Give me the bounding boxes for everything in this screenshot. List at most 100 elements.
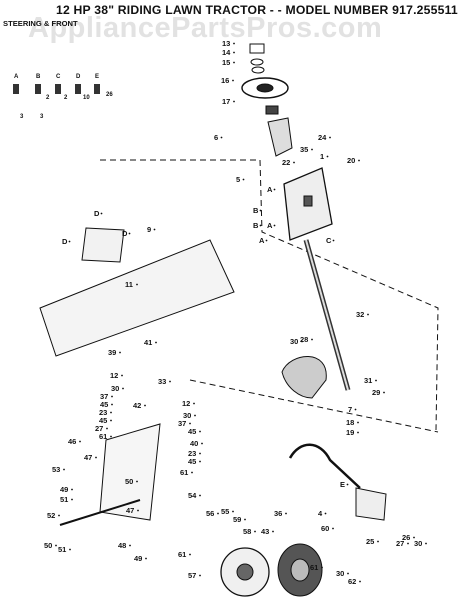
diagram-artwork	[39, 43, 439, 597]
part-callout-label: 17	[222, 97, 230, 106]
part-callout-label: 56	[206, 509, 214, 518]
part-callout-label: 20	[347, 156, 355, 165]
callout-leader-dot	[95, 456, 97, 459]
steering-hub-shape	[256, 83, 274, 93]
hardware-key-letter: D	[76, 74, 81, 80]
callout-leader-dot	[377, 540, 379, 543]
callout-leader-dot	[324, 512, 327, 515]
part-callout-label: 58	[243, 527, 251, 536]
hardware-count-label: 2	[64, 95, 68, 101]
part-callout-label: 62	[348, 577, 356, 586]
callout-leader-dot	[367, 313, 369, 316]
hardware-count-label: 26	[106, 92, 113, 98]
callout-leader-dot	[199, 430, 201, 433]
part-callout-label: B	[253, 206, 259, 215]
part-callout-label: 55	[221, 507, 229, 516]
part-callout-label: 47	[84, 453, 92, 462]
bolt-icon	[13, 84, 19, 94]
callout-leader-dot	[199, 574, 201, 577]
part-callout-label: 43	[261, 527, 269, 536]
callout-leader-dot	[357, 431, 359, 434]
part-callout-label: 37	[100, 392, 108, 401]
callout-leader-dot	[129, 544, 131, 547]
hardware-count-label: 3	[40, 114, 44, 120]
part-callout-label: 46	[68, 437, 76, 446]
dashed-axle-outline	[189, 379, 439, 433]
callout-leader-dot	[383, 391, 385, 394]
callout-leader-dot	[136, 480, 138, 483]
part-callout-label: B	[253, 221, 259, 230]
part-callout-label: 1	[320, 152, 324, 161]
part-callout-label: 29	[372, 388, 380, 397]
callout-leader-dot	[199, 460, 201, 463]
dash-slot-shape	[303, 195, 313, 207]
adapter-shape	[265, 105, 279, 115]
part-callout-label: 59	[233, 515, 241, 524]
washer-shape	[250, 58, 264, 66]
callout-leader-dot	[259, 209, 262, 212]
part-callout-label: 28	[300, 335, 308, 344]
part-callout-label: 60	[321, 524, 329, 533]
part-callout-label: 50	[44, 541, 52, 550]
part-callout-label: 30	[183, 411, 191, 420]
callout-leader-dot	[375, 379, 377, 382]
part-callout-label: 47	[126, 506, 134, 515]
hardware-key-letter: B	[36, 74, 41, 80]
callout-leader-dot	[193, 402, 195, 405]
callout-leader-dot	[425, 542, 427, 545]
part-callout-label: 36	[274, 509, 282, 518]
callout-leader-dot	[128, 232, 131, 235]
part-callout-label: D	[94, 209, 100, 218]
steering-cap-shape	[249, 43, 265, 54]
part-callout-label: 41	[144, 338, 152, 347]
callout-leader-dot	[244, 518, 246, 521]
callout-leader-dot	[346, 483, 349, 486]
part-callout-label: 61	[310, 563, 318, 572]
drag-link-plate-shape	[99, 423, 161, 521]
callout-leader-dot	[110, 411, 112, 414]
callout-leader-dot	[233, 61, 235, 64]
callout-leader-dot	[71, 488, 73, 491]
callout-leader-dot	[232, 510, 234, 513]
part-callout-label: D	[122, 229, 128, 238]
bracket-shape	[81, 227, 125, 263]
part-callout-label: 53	[52, 465, 60, 474]
callout-leader-dot	[311, 148, 313, 151]
part-callout-label: 49	[60, 485, 68, 494]
hardware-key-letter: A	[14, 74, 19, 80]
callout-leader-dot	[332, 239, 335, 242]
diagram-subtitle: STEERING & FRONT	[3, 19, 78, 28]
callout-leader-dot	[71, 498, 73, 501]
callout-leader-dot	[321, 566, 323, 569]
bolt-icon	[55, 84, 61, 94]
callout-leader-dot	[169, 380, 171, 383]
callout-leader-dot	[233, 100, 235, 103]
part-callout-label: 9	[147, 225, 151, 234]
callout-leader-dot	[233, 51, 235, 54]
callout-leader-dot	[100, 212, 103, 215]
callout-leader-dot	[63, 468, 65, 471]
part-callout-label: 33	[158, 377, 166, 386]
part-callout-label: D	[62, 237, 68, 246]
callout-leader-dot	[301, 340, 303, 343]
callout-leader-dot	[144, 404, 146, 407]
callout-leader-dot	[357, 421, 359, 424]
hardware-key-letter: C	[56, 74, 61, 80]
hardware-count-label: 3	[20, 114, 24, 120]
callout-leader-dot	[155, 341, 157, 344]
callout-leader-dot	[145, 557, 147, 560]
callout-leader-dot	[259, 224, 262, 227]
part-callout-label: C	[326, 236, 332, 245]
hardware-count-label: 2	[46, 95, 50, 101]
part-callout-label: 5	[236, 175, 240, 184]
part-callout-label: 61	[99, 432, 107, 441]
callout-leader-dot	[137, 509, 139, 512]
part-callout-label: 11	[125, 280, 133, 289]
part-callout-label: 30	[414, 539, 422, 548]
callout-leader-dot	[122, 387, 124, 390]
callout-leader-dot	[79, 440, 81, 443]
part-callout-label: 42	[133, 401, 141, 410]
part-callout-label: A	[259, 236, 265, 245]
